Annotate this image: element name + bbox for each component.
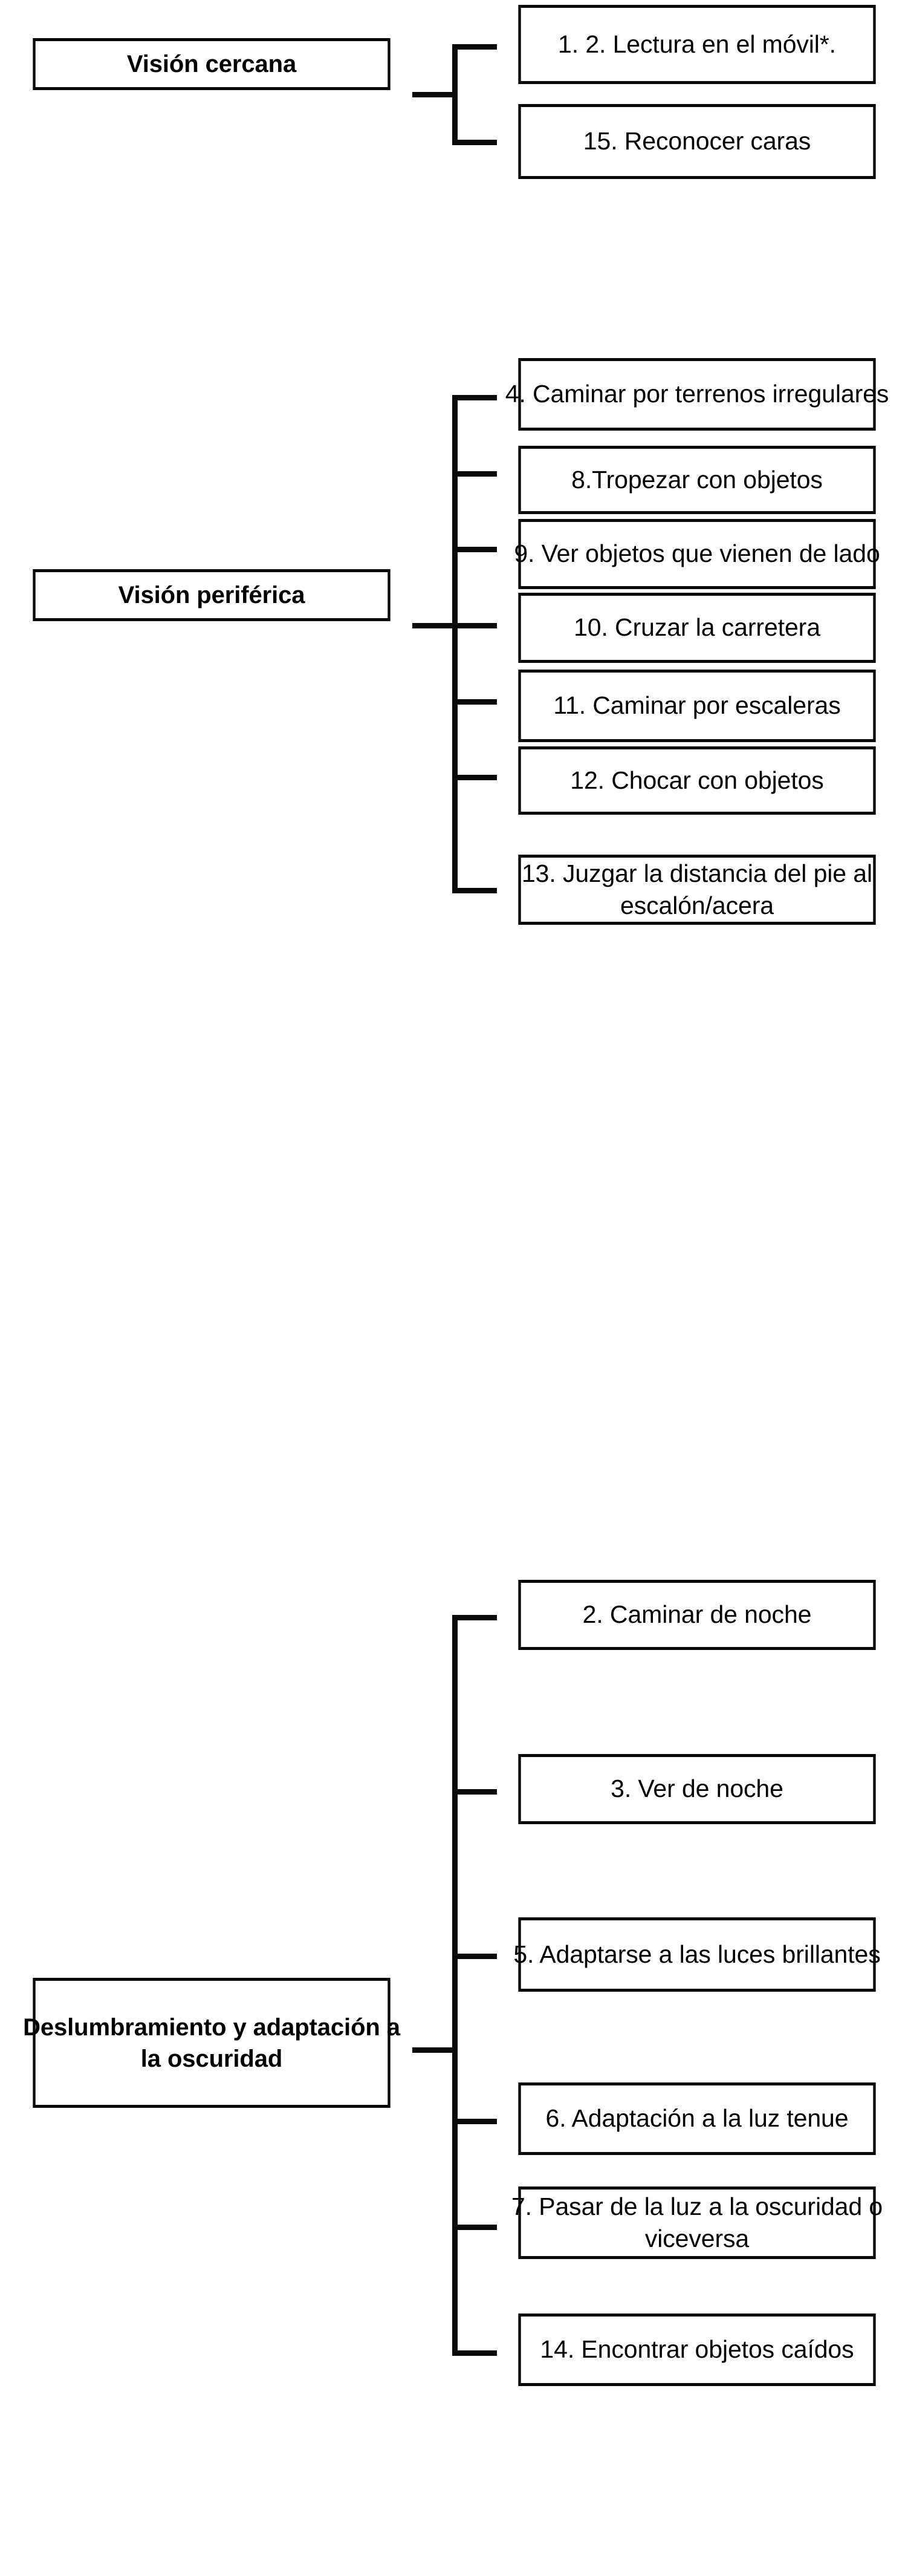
child-stub (452, 623, 497, 628)
child-stub (452, 1789, 497, 1795)
child-node-lectura-movil[interactable]: 1. 2. Lectura en el móvil*. (518, 5, 876, 84)
parent-node-vision-periferica[interactable]: Visión periférica (33, 569, 391, 621)
child-node-label: 10. Cruzar la carretera (574, 613, 820, 642)
child-node-adaptacion-luz-tenue[interactable]: 6. Adaptación a la luz tenue (518, 2082, 876, 2155)
parent-node-deslumbramiento[interactable]: Deslumbramiento y adaptación a la oscuri… (23, 1978, 400, 2108)
parent-node-label: Visión cercana (126, 51, 297, 77)
group-trunk-connector (412, 623, 456, 628)
group-spine (452, 1615, 458, 2356)
child-stub (452, 2350, 497, 2356)
child-stub (452, 1615, 497, 1620)
child-stub (452, 44, 497, 50)
child-node-tropezar-objetos[interactable]: 8.Tropezar con objetos (518, 446, 876, 514)
child-node-label: 2. Caminar de noche (582, 1600, 812, 1629)
child-node-label: 6. Adaptación a la luz tenue (545, 2104, 849, 2133)
child-stub (452, 775, 497, 780)
parent-node-label: Deslumbramiento y adaptación a la oscuri… (23, 2014, 400, 2072)
child-node-label: 14. Encontrar objetos caídos (540, 2335, 854, 2364)
group-vision-cercana: Visión cercana 1. 2. Lectura en el móvil… (0, 0, 908, 179)
child-stub (452, 140, 497, 145)
child-stub (452, 2119, 497, 2124)
group-trunk-connector (412, 92, 456, 97)
child-node-label: 1. 2. Lectura en el móvil*. (558, 30, 836, 58)
child-node-chocar-objetos[interactable]: 12. Chocar con objetos (518, 746, 876, 815)
child-node-caminar-de-noche[interactable]: 2. Caminar de noche (518, 1580, 876, 1650)
child-stub (452, 1954, 497, 1959)
child-node-caminar-terrenos-irregulares[interactable]: 4. Caminar por terrenos irregulares (505, 358, 889, 431)
child-node-label: 3. Ver de noche (611, 1775, 783, 1803)
child-node-cruzar-carretera[interactable]: 10. Cruzar la carretera (518, 593, 876, 663)
child-node-label: 12. Chocar con objetos (570, 766, 824, 794)
child-stub (452, 2225, 497, 2230)
group-deslumbramiento-adaptacion: Deslumbramiento y adaptación a la oscuri… (0, 1554, 908, 2571)
group-trunk-connector (412, 2047, 456, 2053)
child-node-ver-de-noche[interactable]: 3. Ver de noche (518, 1754, 876, 1824)
child-stub (452, 471, 497, 477)
child-node-adaptarse-luces-brillantes[interactable]: 5. Adaptarse a las luces brillantes (513, 1917, 881, 1992)
child-node-label: 7. Pasar de la luz a la oscuridad o vice… (511, 2192, 883, 2252)
child-node-caminar-escaleras[interactable]: 11. Caminar por escaleras (518, 670, 876, 742)
child-node-label: 9. Ver objetos que vienen de lado (514, 540, 880, 568)
child-stub (452, 699, 497, 705)
child-stub (452, 395, 497, 400)
group-spine (452, 395, 458, 893)
child-node-label: 11. Caminar por escaleras (553, 691, 841, 720)
child-node-label: 15. Reconocer caras (583, 127, 811, 155)
child-node-pasar-luz-oscuridad[interactable]: 7. Pasar de la luz a la oscuridad o vice… (511, 2186, 883, 2259)
child-node-label: 13. Juzgar la distancia del pie al escal… (521, 859, 873, 919)
parent-node-label: Visión periférica (118, 582, 305, 608)
group-vision-periferica: Visión periférica 4. Caminar por terreno… (0, 342, 908, 925)
child-node-label: 4. Caminar por terrenos irregulares (505, 380, 889, 408)
child-node-juzgar-distancia-pie-escalon[interactable]: 13. Juzgar la distancia del pie al escal… (518, 855, 876, 925)
child-node-label: 8.Tropezar con objetos (571, 465, 823, 494)
child-node-label: 5. Adaptarse a las luces brillantes (513, 1940, 881, 1968)
child-node-encontrar-objetos-caidos[interactable]: 14. Encontrar objetos caídos (518, 2314, 876, 2386)
child-stub (452, 888, 497, 893)
parent-node-vision-cercana[interactable]: Visión cercana (33, 38, 391, 90)
child-node-ver-objetos-de-lado[interactable]: 9. Ver objetos que vienen de lado (514, 519, 880, 589)
child-stub (452, 547, 497, 552)
child-node-reconocer-caras[interactable]: 15. Reconocer caras (518, 104, 876, 179)
